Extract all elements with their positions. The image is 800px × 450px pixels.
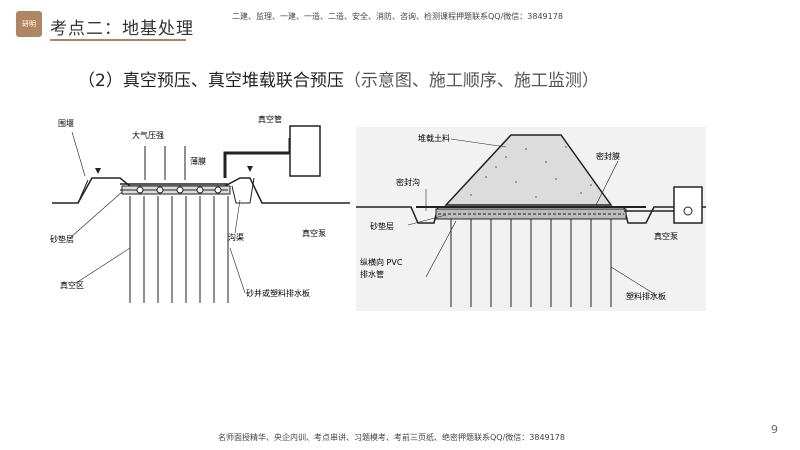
label-seal-ditch: 密封沟	[396, 177, 420, 187]
label-seal-film: 密封膜	[596, 151, 620, 161]
section-subtitle: （2）真空预压、真空堆载联合预压（示意图、施工顺序、施工监测）	[78, 66, 599, 91]
brand-logo: 研明	[16, 11, 42, 37]
vacuum-surcharge-diagram: 堆载土料 密封膜 密封沟 砂垫层 纵横向 PVC 排水管 真空泵 塑料排水板	[356, 127, 706, 311]
label-pvc-2: 排水管	[360, 269, 384, 279]
bottom-banner: 名师面授精华、央企内训、考点串讲、习题模考、考前三页纸、绝密押题联系QQ/微信：…	[218, 433, 565, 442]
page-title: 考点二：地基处理	[50, 19, 194, 39]
logo-text: 研明	[22, 20, 36, 28]
label-drains: 砂井或塑料排水板	[246, 288, 310, 298]
label-ditch: 沟渠	[228, 232, 244, 242]
label-weir: 围堰	[58, 118, 74, 128]
vacuum-preloading-diagram: 围堰 大气压强 薄膜 真空管 砂垫层 沟渠 真空泵 真空区 砂井或塑料排水板	[50, 108, 350, 310]
label-membrane: 薄膜	[190, 156, 206, 166]
subtitle-paren: （示意图、施工顺序、施工监测）	[343, 71, 599, 91]
label-fill: 堆载土料	[418, 133, 450, 143]
label-vacuum-pump: 真空泵	[654, 231, 678, 241]
title-underline	[50, 39, 186, 41]
page-number: 9	[771, 423, 778, 436]
label-sand: 砂垫层	[50, 234, 74, 244]
label-atm: 大气压强	[132, 130, 164, 140]
label-vacuum-pipe: 真空管	[258, 114, 282, 124]
label-zone: 真空区	[60, 280, 84, 290]
label-pump: 真空泵	[302, 228, 326, 238]
subtitle-main: （2）真空预压、真空堆载联合预压	[78, 71, 344, 91]
label-drain-board: 塑料排水板	[626, 291, 666, 301]
label-sand-layer: 砂垫层	[370, 221, 394, 231]
label-pvc: 纵横向 PVC	[360, 257, 403, 267]
top-banner: 二建、监理、一建、一造、二造、安全、消防、咨询、检测课程押题联系QQ/微信：38…	[232, 12, 563, 21]
